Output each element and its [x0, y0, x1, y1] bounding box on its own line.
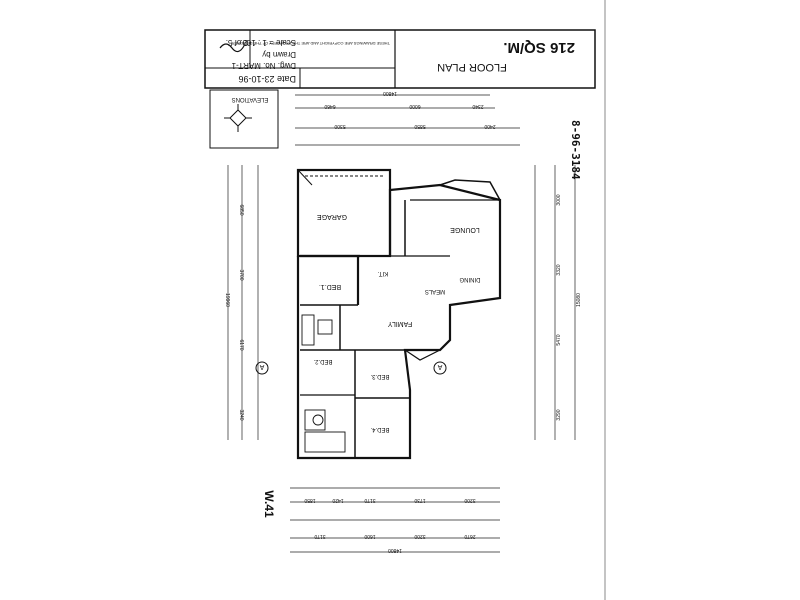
room-lounge: LOUNGE [450, 226, 480, 233]
drawing-number: Dwg. No. MART-1 [231, 61, 296, 70]
dim-top-3: 2340 [472, 103, 483, 109]
title-block: 216 SQ/M. FLOOR PLAN Date 23-10-96 Dwg. … [204, 29, 596, 89]
dim-right-4: 3290 [556, 409, 562, 420]
room-meals: MEALS [425, 288, 445, 294]
room-bed4: BED.4. [370, 426, 389, 432]
dim-bottom-3: 3170 [364, 497, 375, 503]
dim-bottom-4: 1730 [414, 497, 425, 503]
sheet-number: 2 of 5. [226, 38, 248, 47]
room-dining: DINING [459, 276, 480, 282]
dim-left-3: 6170 [238, 339, 244, 350]
family-bay-window [404, 349, 441, 361]
dim-bottom-1: 1850 [304, 497, 315, 503]
section-markers: A A [255, 361, 447, 375]
dim-right-overall: 15080 [576, 293, 582, 307]
dim-bottom-5: 3200 [464, 497, 475, 503]
dim-top-sub-3: 2400 [484, 123, 495, 129]
dim-top-sub-2: 5850 [414, 123, 425, 129]
room-kit: KIT. [378, 270, 389, 276]
sheet-code: W.41 [262, 490, 276, 518]
job-number: 8-96-3184 [569, 120, 582, 180]
room-bed3: BED.3. [370, 373, 389, 379]
dim-left-1: 6850 [238, 204, 244, 215]
dim-bottom-2: 1420 [332, 497, 343, 503]
dim-top-2: 6000 [409, 103, 420, 109]
dimension-text: 14800 6460 6000 2340 5300 5850 2400 1996… [224, 90, 582, 553]
dim-right-1: 3000 [556, 194, 562, 205]
bathroom-fixtures [301, 314, 346, 453]
date-label: Date 23-10-96 [238, 74, 296, 84]
elevations-compass: ELEVATIONS [209, 89, 279, 149]
section-marker-right: A [437, 363, 442, 370]
area-label: 216 SQ/M. [503, 39, 575, 56]
dim-bottom-sub-2: 1600 [364, 533, 375, 539]
dim-bottom-sub-3: 3200 [414, 533, 425, 539]
drawn-by-label: Drawn by [262, 50, 296, 59]
dim-right-3: 5470 [556, 334, 562, 345]
dim-bottom-overall: 14800 [388, 547, 402, 553]
room-family: FAMILY [387, 320, 412, 327]
dimension-lines [227, 94, 576, 553]
dim-left-4: 3240 [238, 409, 244, 420]
plan-title: FLOOR PLAN [437, 61, 507, 73]
dim-bottom-sub-4: 2670 [464, 533, 475, 539]
dim-right-2: 3320 [556, 264, 562, 275]
signature-mark [219, 43, 245, 53]
room-garage: GARAGE [317, 213, 347, 220]
room-bed1: BED.1. [319, 283, 341, 290]
room-labels: GARAGE LOUNGE DINING BED.1. KIT. MEALS F… [313, 213, 480, 432]
section-marker-left: A [259, 363, 264, 370]
building-walls [296, 168, 502, 460]
elevations-label: ELEVATIONS [232, 96, 269, 102]
dim-top-sub-1: 5300 [334, 123, 345, 129]
dim-top-overall: 14800 [383, 90, 397, 96]
dim-top-1: 6460 [324, 103, 335, 109]
room-bed2: BED.2. [313, 358, 332, 364]
garage-hatch [297, 169, 313, 186]
dim-left-2: 3700 [238, 269, 244, 280]
scale-label: Scale = 1 : 100. [240, 38, 296, 47]
dim-left-overall: 19960 [224, 293, 230, 307]
copyright-notice: THESE DRAWINGS ARE COPYRIGHT AND ARE THE… [231, 41, 390, 46]
dim-bottom-sub-1: 3170 [314, 533, 325, 539]
